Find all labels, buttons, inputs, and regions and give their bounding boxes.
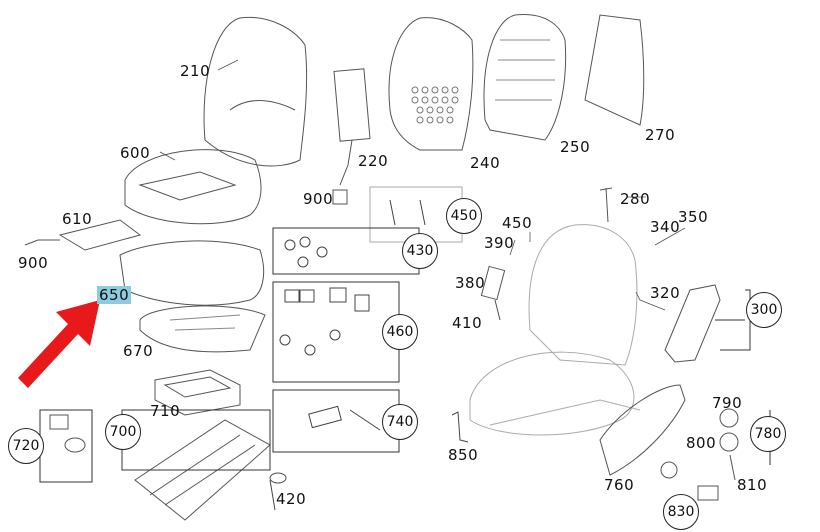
- hole-pattern: [411, 86, 459, 124]
- part-label-400: 450: [502, 214, 533, 232]
- backrest-frame-250: [483, 14, 567, 141]
- ring-800: [719, 432, 739, 452]
- side-airbag-300: [664, 284, 721, 363]
- buckle-380: [480, 265, 506, 301]
- part-label-350: 350: [678, 208, 709, 226]
- box-460: [272, 281, 400, 383]
- part-label-280: 280: [620, 190, 651, 208]
- backrest-shell-240: [388, 17, 474, 151]
- leader-lines: [159, 59, 686, 311]
- part-label-210: 210: [180, 62, 211, 80]
- box-720: [39, 409, 93, 483]
- heater-pad-610: [58, 219, 142, 251]
- part-label-340: 340: [650, 218, 681, 236]
- circled-label-720: 720: [8, 428, 44, 464]
- circled-label-700: 700: [105, 414, 141, 450]
- gear-830: [660, 461, 678, 479]
- frame-710: [154, 369, 241, 416]
- backrest-cushion-210: [203, 16, 308, 167]
- part-label-220: 220: [358, 152, 389, 170]
- part-label-410: 410: [452, 314, 483, 332]
- part-label-380: 380: [455, 274, 486, 292]
- seat-cushion-600: [124, 149, 262, 225]
- part-label-800: 800: [686, 434, 717, 452]
- part-label-420: 420: [276, 490, 307, 508]
- part-label-810: 810: [737, 476, 768, 494]
- part-label-250: 250: [560, 138, 591, 156]
- part-label-320: 320: [650, 284, 681, 302]
- side-cover-760: [599, 384, 686, 476]
- part-label-240: 240: [470, 154, 501, 172]
- part-label-900: 900: [18, 254, 49, 272]
- circled-label-460: 460: [382, 314, 418, 350]
- box-430: [272, 227, 420, 275]
- part-label-900: 900: [303, 190, 334, 208]
- circled-label-780: 780: [750, 416, 786, 452]
- red-arrow: [18, 300, 100, 388]
- circled-label-450: 450: [446, 198, 482, 234]
- part-label-760: 760: [604, 476, 635, 494]
- bolt-420: [269, 472, 287, 484]
- part-label-670: 670: [123, 342, 154, 360]
- bolt-280: [599, 187, 613, 223]
- circled-label-300: 300: [746, 292, 782, 328]
- heater-mat-220: [333, 68, 371, 142]
- small-parts: [279, 199, 426, 431]
- screw-810: [729, 454, 736, 481]
- part-label-390: 390: [484, 234, 515, 252]
- part-label-790: 790: [712, 394, 743, 412]
- bracket-850: [451, 411, 469, 443]
- box-700: [121, 409, 271, 471]
- part-label-600: 600: [120, 144, 151, 162]
- part-label-850: 850: [448, 446, 479, 464]
- part-label-710: 710: [150, 402, 181, 420]
- part-label-610: 610: [62, 210, 93, 228]
- circled-label-830: 830: [663, 494, 699, 530]
- part-label-650-highlighted[interactable]: 650: [97, 286, 132, 304]
- clip-830: [697, 485, 719, 501]
- seat-cushion-650: [119, 240, 265, 306]
- circled-label-430: 430: [402, 233, 438, 269]
- seat-pan-670: [139, 305, 266, 353]
- connector-900: [332, 189, 348, 205]
- assembled-seat: [528, 224, 638, 366]
- part-label-270: 270: [645, 126, 676, 144]
- gear-790: [719, 408, 739, 428]
- back-panel-270: [584, 14, 645, 126]
- circled-label-740: 740: [382, 404, 418, 440]
